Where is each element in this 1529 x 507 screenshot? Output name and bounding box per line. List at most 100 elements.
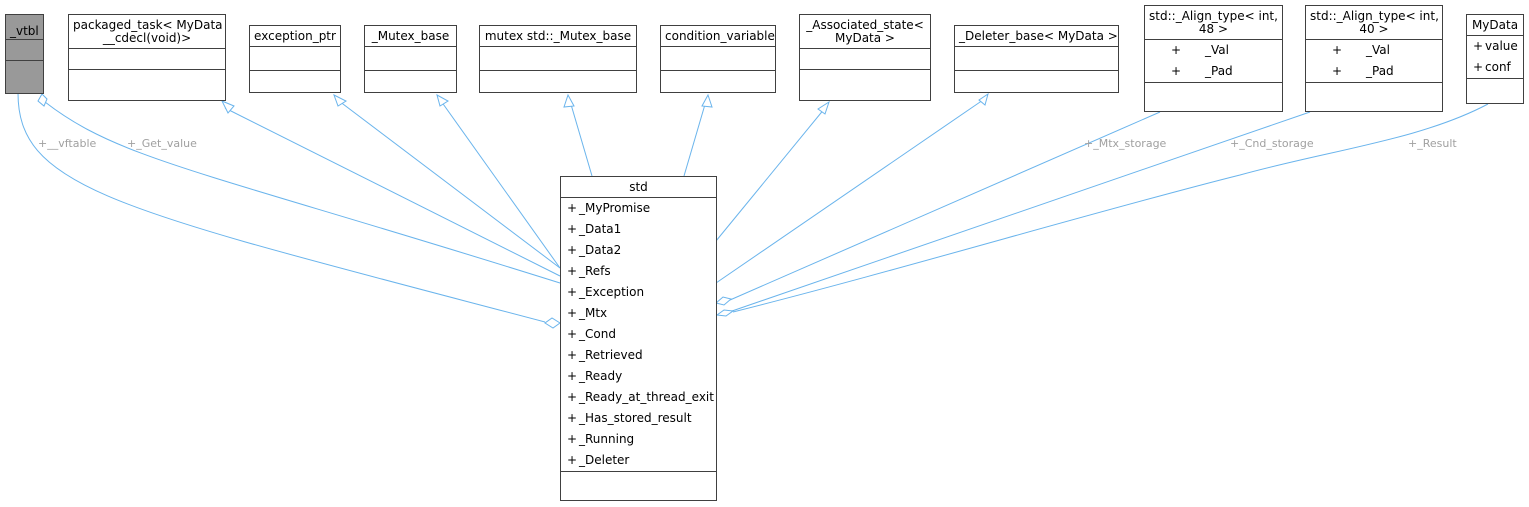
std-attribute-row: +_Data2 <box>561 240 716 261</box>
class-align-type-48-ops <box>1145 83 1282 105</box>
class-packaged-task-title-line2: __cdecl(void)> <box>102 31 192 45</box>
class-condition-variable[interactable]: condition_variable <box>660 25 776 93</box>
attr-vis: + <box>1473 60 1484 74</box>
class-packaged-task-ops <box>69 70 225 92</box>
class-packaged-task[interactable]: packaged_task< MyData __cdecl(void)> <box>68 14 226 101</box>
class-align-type-48-title-line1: std::_Align_type< int, <box>1149 9 1278 23</box>
edge-mutex-base <box>440 100 561 269</box>
class-vtbl-title: _vtbl <box>6 15 43 40</box>
attr-name: _Deleter <box>579 453 630 467</box>
attr-vis: + <box>567 390 578 404</box>
class-vtbl-attrs <box>6 40 43 61</box>
class-exception-ptr-ops <box>250 71 340 95</box>
arrow-exception-ptr <box>333 93 348 107</box>
class-associated-state[interactable]: _Associated_state< MyData > <box>799 14 931 101</box>
class-align-type-40-title-line1: std::_Align_type< int, <box>1310 9 1439 23</box>
class-packaged-task-attrs <box>69 49 225 70</box>
std-attribute-row: +_Cond <box>561 324 716 345</box>
attr-val: +_Val <box>1145 40 1282 61</box>
edge-associated-state <box>715 107 826 242</box>
attr-vis: + <box>567 327 578 341</box>
std-attribute-row: +_Ready <box>561 366 716 387</box>
edge-result <box>732 103 1489 313</box>
class-packaged-task-title: packaged_task< MyData __cdecl(void)> <box>69 15 225 49</box>
class-deleter-base-attrs <box>955 47 1118 71</box>
attr-name: _Pad <box>1366 64 1394 78</box>
attr-name: _Data2 <box>579 243 622 257</box>
class-exception-ptr-attrs <box>250 47 340 71</box>
edge-cnd-storage <box>731 111 1311 312</box>
label-mtx-storage: +_Mtx_storage <box>1084 137 1167 150</box>
label-cnd-storage: +_Cnd_storage <box>1230 137 1314 150</box>
class-mydata-title: MyData <box>1467 15 1523 36</box>
class-exception-ptr[interactable]: exception_ptr <box>249 25 341 93</box>
class-mydata[interactable]: MyData +value +conf <box>1466 14 1524 104</box>
attr-vis: + <box>567 432 578 446</box>
class-align-type-40-ops <box>1306 83 1442 105</box>
attr-name: _Refs <box>579 264 611 278</box>
attr-name: conf <box>1485 60 1511 74</box>
class-deleter-base[interactable]: _Deleter_base< MyData > <box>954 25 1119 93</box>
class-std-title: std <box>561 177 716 198</box>
attr-vis: + <box>567 369 578 383</box>
attr-vis: + <box>567 243 578 257</box>
class-mutex-std-mutex-base[interactable]: mutex std::_Mutex_base <box>479 25 637 93</box>
std-attribute-row: +_Data1 <box>561 219 716 240</box>
attr-name: _MyPromise <box>579 201 651 215</box>
class-vtbl[interactable]: _vtbl <box>5 14 44 94</box>
diamond-std-vftable <box>544 317 561 329</box>
class-align-type-40-title: std::_Align_type< int, 40 > <box>1306 6 1442 40</box>
class-mutex-base-ops <box>365 71 456 95</box>
class-mydata-attrs: +value +conf <box>1467 36 1523 79</box>
std-attribute-row: +_Running <box>561 429 716 450</box>
class-align-type-48-title: std::_Align_type< int, 48 > <box>1145 6 1282 40</box>
attr-vis: + <box>567 306 578 320</box>
attr-name: _Exception <box>579 285 645 299</box>
class-align-type-48[interactable]: std::_Align_type< int, 48 > +_Val + _Pad <box>1144 5 1283 112</box>
attr-name: _Running <box>579 432 635 446</box>
std-attribute-row: +_Retrieved <box>561 345 716 366</box>
class-exception-ptr-title: exception_ptr <box>250 26 340 47</box>
class-mutex-std-mutex-base-ops <box>480 71 636 95</box>
attr-name: _Cond <box>579 327 616 341</box>
edge-condition-variable <box>683 100 707 177</box>
arrow-std-mutex-base <box>563 93 575 108</box>
class-std-attrs: +_MyPromise+_Data1+_Data2+_Refs+_Excepti… <box>561 198 716 472</box>
std-attribute-row: +_MyPromise <box>561 198 716 219</box>
attr-name: _Ready_at_thread_exit <box>579 390 714 404</box>
std-attribute-row: +_Ready_at_thread_exit <box>561 387 716 408</box>
class-condition-variable-ops <box>661 71 775 95</box>
std-attribute-row: +_Mtx <box>561 303 716 324</box>
attr-name: _Pad <box>1205 64 1233 78</box>
class-align-type-48-title-line2: 48 > <box>1198 22 1229 36</box>
edge-vftable <box>17 92 546 323</box>
label-vftable: +__vftable <box>38 137 97 150</box>
label-get-value: +_Get_value <box>127 137 197 150</box>
class-deleter-base-title: _Deleter_base< MyData > <box>955 26 1118 47</box>
diamond-std-mtx <box>714 296 733 306</box>
attr-vis: + <box>1473 39 1484 53</box>
attr-name: _Has_stored_result <box>579 411 692 425</box>
attr-val: + _Val <box>1306 40 1442 61</box>
class-std[interactable]: std +_MyPromise+_Data1+_Data2+_Refs+_Exc… <box>560 176 717 501</box>
edge-std-mutex-base <box>569 100 593 177</box>
attr-name: _Retrieved <box>579 348 643 362</box>
class-mutex-base[interactable]: _Mutex_base <box>364 25 457 93</box>
attr-pad: +_Pad <box>1306 61 1442 82</box>
attr-vis: + <box>1171 64 1182 78</box>
class-align-type-40[interactable]: std::_Align_type< int, 40 > + _Val +_Pad <box>1305 5 1443 112</box>
edge-get-value <box>44 101 561 284</box>
attr-vis: + <box>1332 43 1343 57</box>
attr-name: _Val <box>1366 43 1390 57</box>
class-mutex-base-attrs <box>365 47 456 71</box>
class-deleter-base-ops <box>955 71 1118 95</box>
attr-vis: + <box>567 411 578 425</box>
class-associated-state-title-line1: _Associated_state< <box>806 18 924 32</box>
attr-pad: + _Pad <box>1145 61 1282 82</box>
class-align-type-48-attrs: +_Val + _Pad <box>1145 40 1282 83</box>
std-attribute-row: +_Has_stored_result <box>561 408 716 429</box>
class-associated-state-title: _Associated_state< MyData > <box>800 15 930 49</box>
class-mutex-base-title: _Mutex_base <box>365 26 456 47</box>
class-associated-state-title-line2: MyData > <box>835 31 895 45</box>
